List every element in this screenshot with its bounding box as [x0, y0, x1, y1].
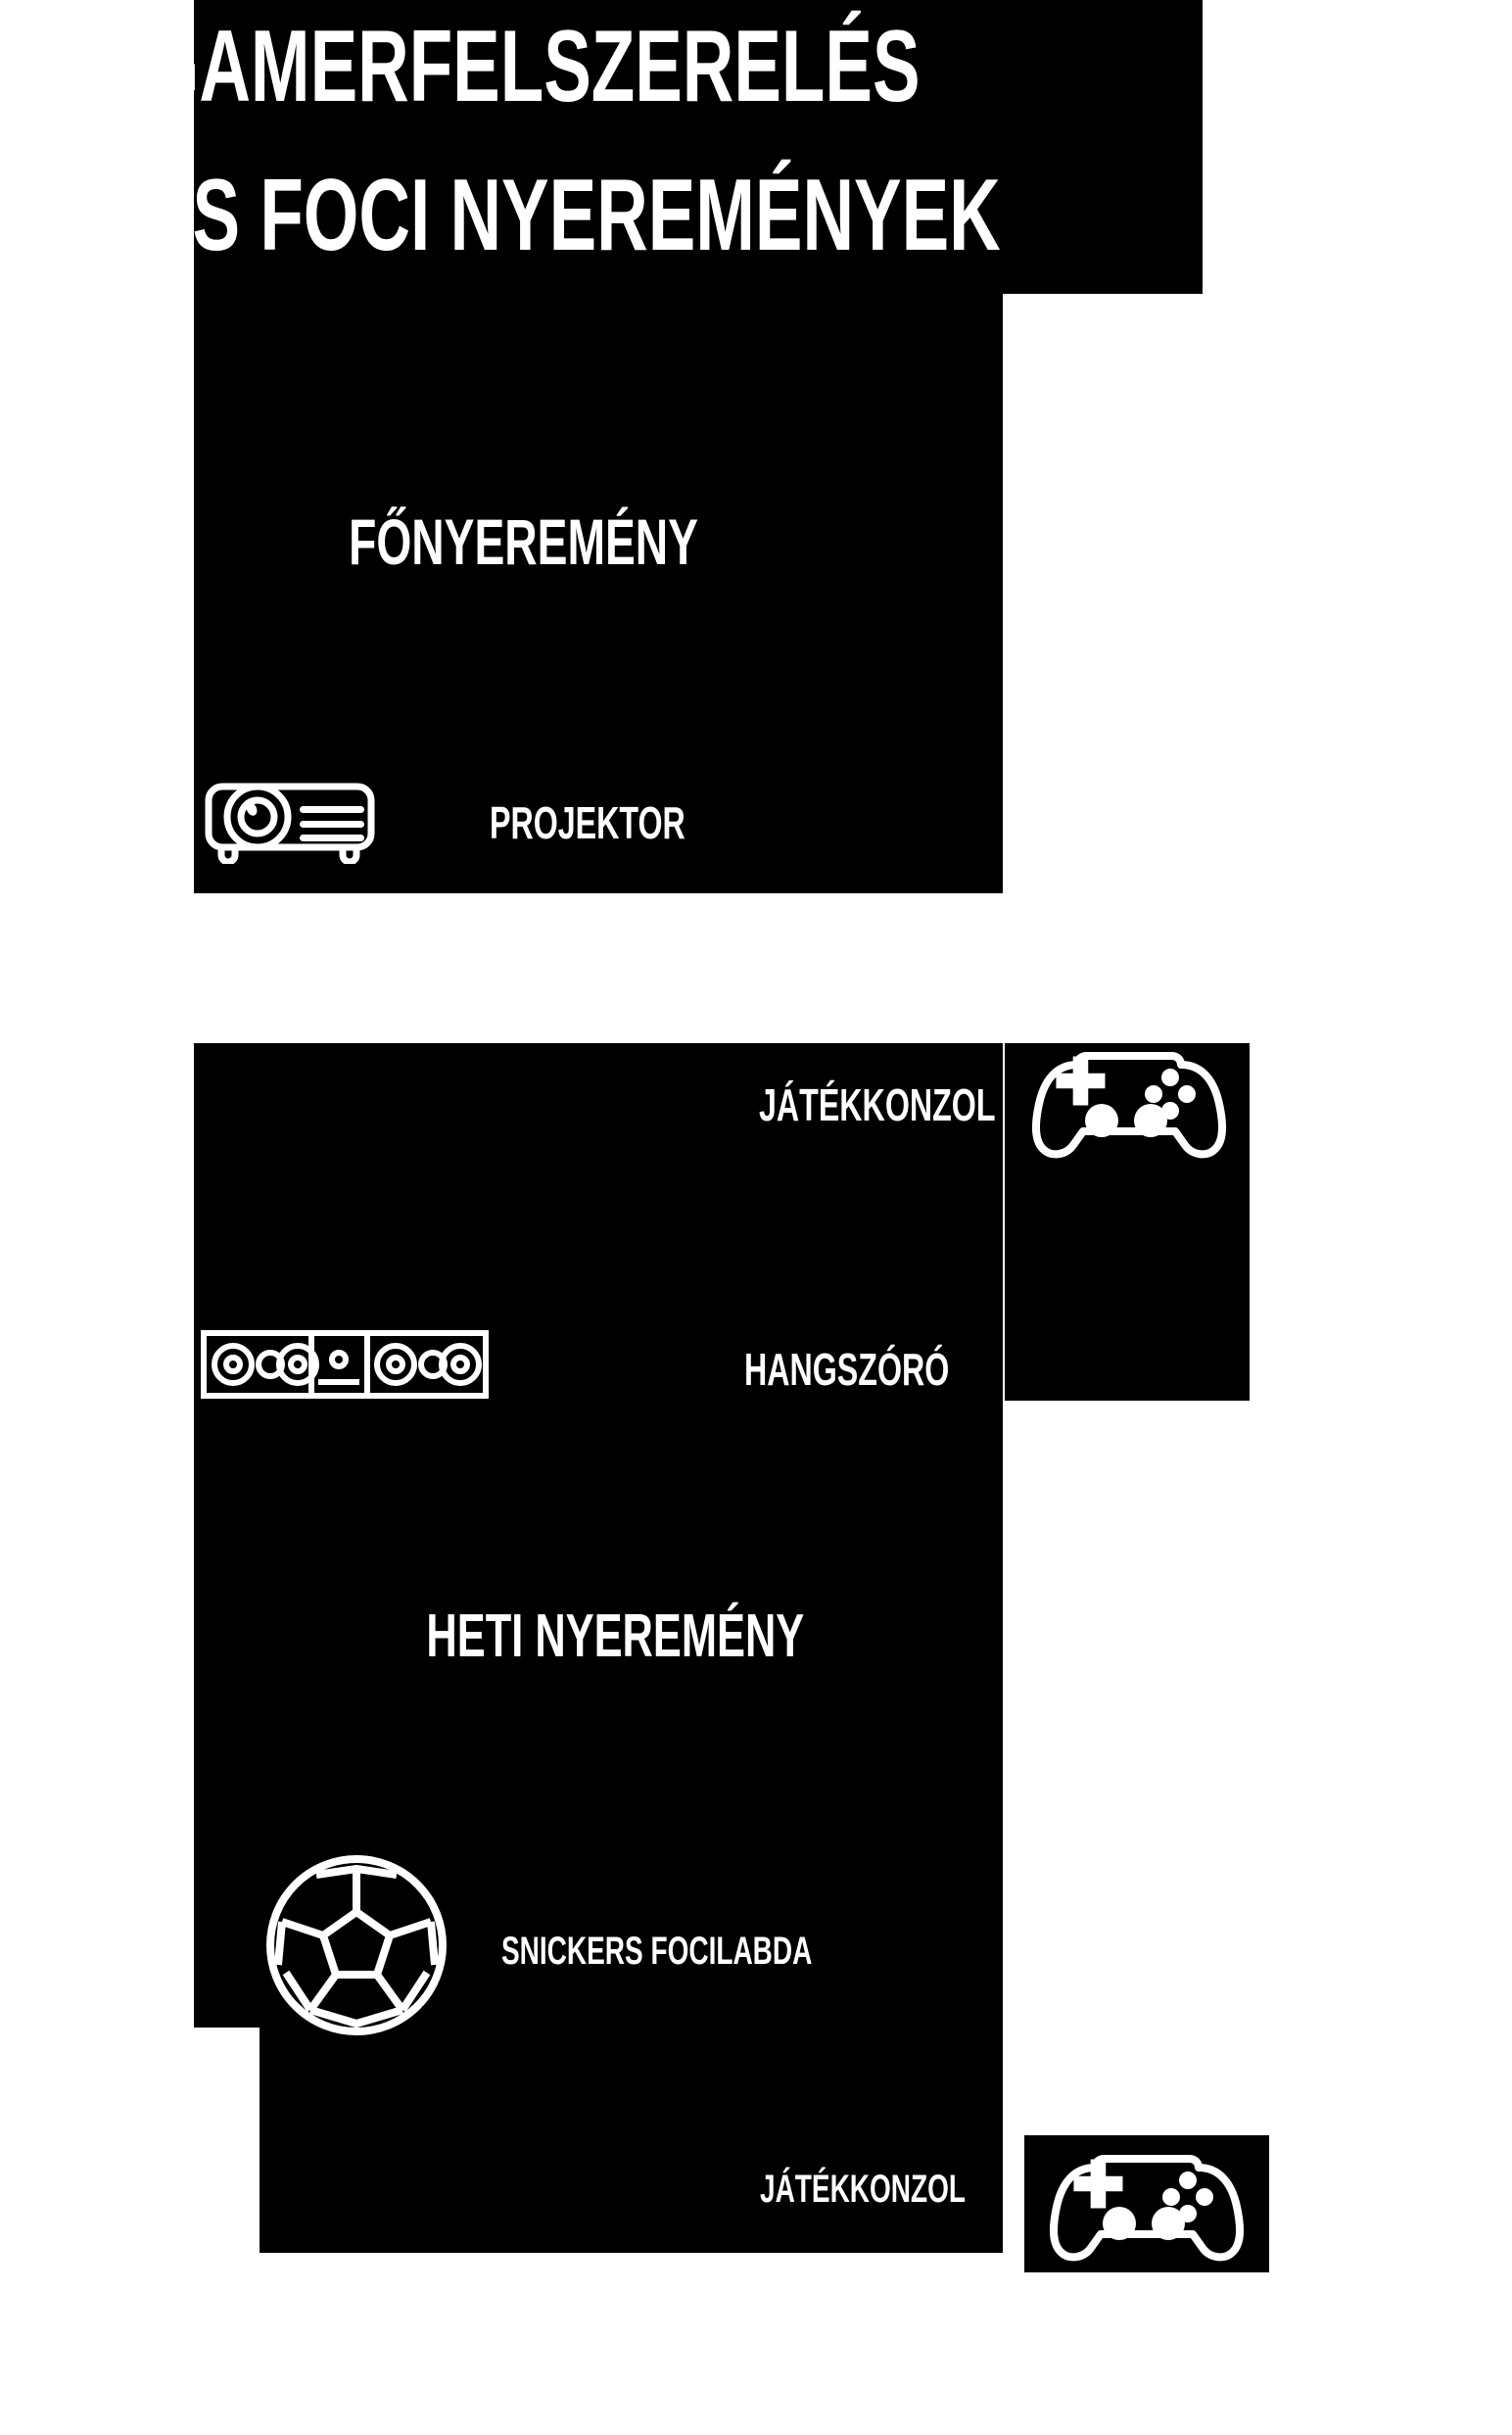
- header-plate-top: [194, 0, 1203, 294]
- weekly-plate-bottom: [260, 2028, 1003, 2253]
- prize-label-projektor: PROJEKTOR: [490, 797, 685, 848]
- headline-line-2: ÉS FOCI NYEREMÉNYEK: [145, 159, 1001, 272]
- grand-prize-heading: FŐNYEREMÉNY: [349, 505, 698, 578]
- prize-label-jatekkonzol-1: JÁTÉKKONZOL: [759, 1079, 996, 1130]
- weekly-plate-main: [194, 1401, 1003, 2028]
- soccer-ball-icon: [262, 1851, 450, 2039]
- console-plate-right: [1005, 1043, 1250, 1401]
- prize-label-focilabda: SNICKERS FOCILABDA: [501, 1930, 813, 1973]
- headline-line-1: GAMERFELSZERELÉS: [143, 10, 921, 123]
- projector-icon: [202, 774, 378, 864]
- prize-label-hangszoro: HANGSZÓRÓ: [744, 1344, 950, 1395]
- header-plate-main: [194, 294, 1003, 893]
- weekly-prize-heading: HETI NYEREMÉNY: [426, 1602, 805, 1670]
- prize-label-jatekkonzol-2: JÁTÉKKONZOL: [760, 2168, 966, 2211]
- gamepad-icon: [1026, 1042, 1232, 1160]
- console-plate-left: [194, 1043, 1003, 1401]
- speaker-bar-icon: [201, 1330, 489, 1399]
- gamepad-icon-bottom: [1024, 2135, 1269, 2272]
